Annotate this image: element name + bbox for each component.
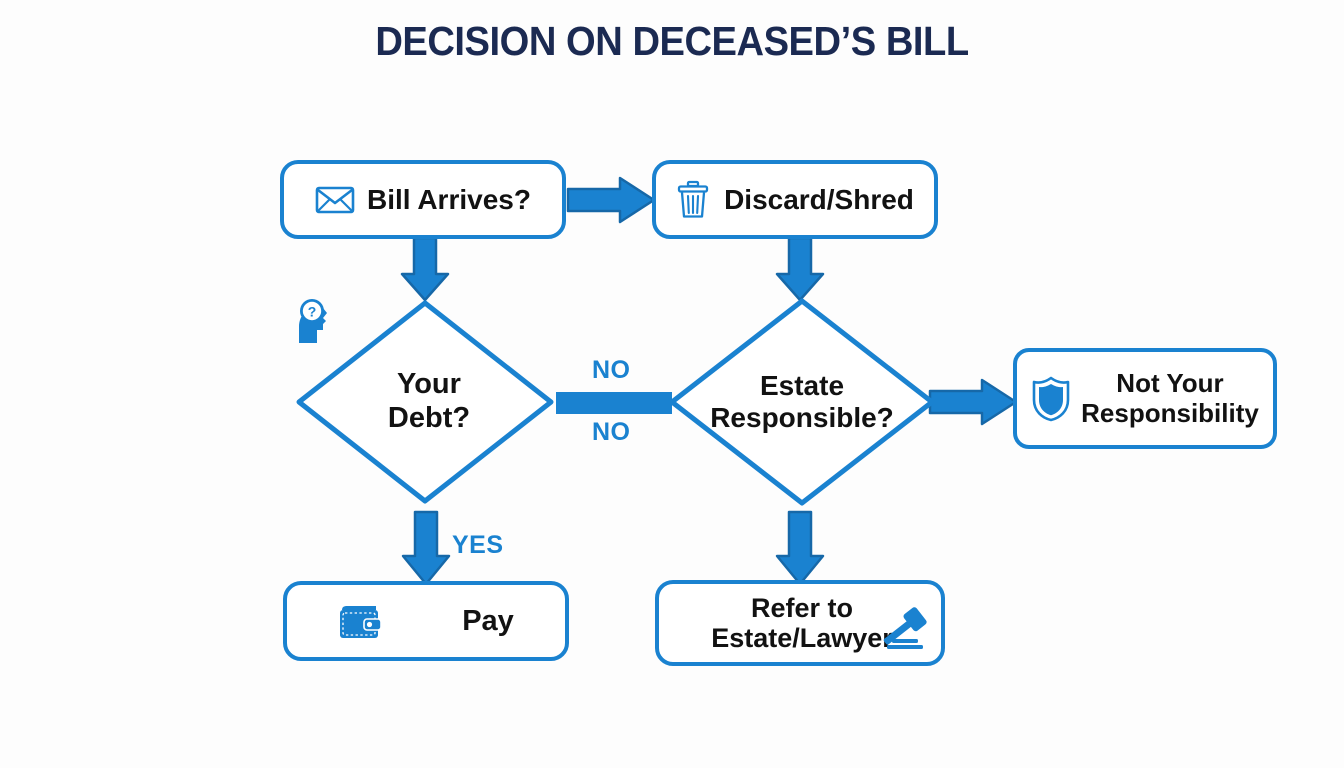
node-label-estate-responsible: Estate Responsible? [710,369,894,433]
node-label-not-your-responsibility: Not Your Responsibility [1081,368,1259,428]
node-label-pay: Pay [462,604,514,637]
arrow-your-debt-to-pay [401,510,451,586]
node-label-refer-estate-lawyer: Refer to Estate/Lawyer [711,592,893,653]
node-refer-estate-lawyer[interactable]: Refer to Estate/Lawyer [655,580,945,666]
node-label-discard-shred: Discard/Shred [724,183,914,215]
edge-label-no-top: NO [592,356,631,384]
arrow-estate-to-not-responsible [928,378,1018,426]
node-label-your-debt: Your Debt? [387,368,471,434]
arrow-estate-to-refer [775,510,825,586]
shield-icon [1031,376,1071,422]
node-not-your-responsibility[interactable]: Not Your Responsibility [1013,348,1277,449]
node-label-bill-arrives: Bill Arrives? [367,183,531,215]
arrow-your-debt-to-estate [556,392,672,414]
wallet-icon [338,602,382,640]
node-estate-responsible[interactable]: Estate Responsible? [666,295,938,509]
edge-label-no-bottom: NO [592,418,631,446]
envelope-icon [315,185,355,215]
edge-label-yes: YES [452,531,504,559]
node-discard-shred[interactable]: Discard/Shred [652,160,938,239]
node-pay[interactable]: Pay [283,581,569,661]
arrow-discard-to-estate [775,236,825,302]
node-bill-arrives[interactable]: Bill Arrives? [280,160,566,239]
arrow-bill-to-discard [566,176,656,224]
arrow-bill-to-your-debt [400,236,450,302]
gavel-icon [877,606,935,658]
svg-text:?: ? [308,304,317,320]
node-your-debt[interactable]: ? Your Debt? [293,297,557,507]
page-title: DECISION ON DECEASED’S BILL [375,18,969,64]
trash-can-icon [676,180,710,219]
